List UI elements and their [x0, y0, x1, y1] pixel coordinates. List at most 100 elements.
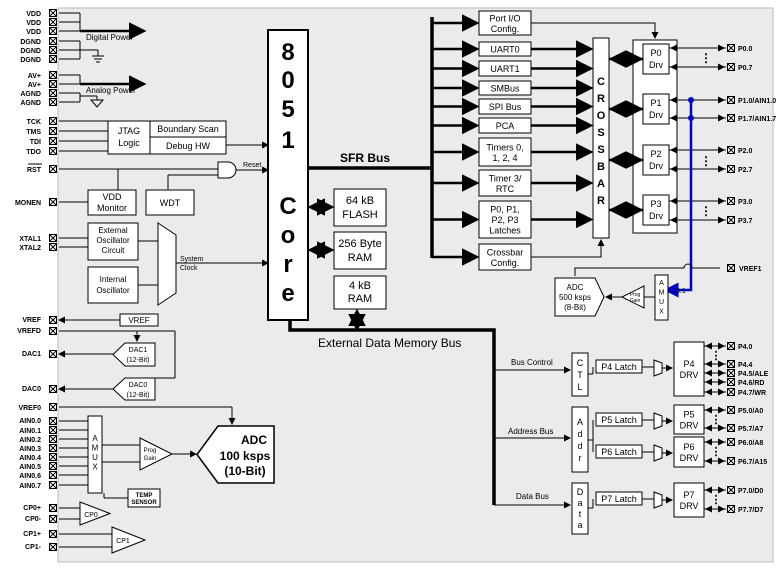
pin-tck: TCK [27, 119, 41, 126]
pin-label-right: P6.0/A8 [738, 440, 763, 447]
peripheral-label: P2, P3 [491, 215, 518, 225]
pin-marker-left [49, 327, 57, 335]
pin-marker-right [727, 369, 735, 377]
ctl-letter: T [577, 370, 583, 380]
core-char-1: 1 [281, 127, 294, 154]
pin-dac1: DAC1 [22, 351, 41, 358]
jtag-logic-line2: Logic [118, 138, 140, 148]
peripheral-block-1: UART0 [478, 41, 532, 57]
crossbar-letter: O [597, 110, 606, 122]
amux-right-letter: U [659, 299, 664, 306]
crossbar-letter: R [597, 93, 605, 105]
debug-hw-label: Debug HW [166, 141, 211, 151]
pin-marker-left [49, 417, 57, 425]
right-pins-p1: P1.0/AIN1.0P1.7/AIN1.7 [669, 96, 776, 123]
pin-label-right: P2.0 [738, 148, 753, 155]
latch-label: P7 Latch [601, 494, 637, 504]
pin-cp0-minus: CP0- [25, 516, 42, 523]
pin-marker-vref1 [727, 264, 735, 272]
pin-marker-right [727, 406, 735, 414]
pin-marker-left [49, 18, 57, 26]
pin-marker-left [49, 55, 57, 63]
pin-label-right: P4.4 [738, 362, 753, 369]
driver-label: Drv [649, 161, 663, 171]
pin-marker-left [49, 9, 57, 17]
driver-label: Drv [649, 60, 663, 70]
pin-marker-right [727, 197, 735, 205]
pin-label-right: P4.5/ALE [738, 371, 769, 378]
pin-marker-left [49, 234, 57, 242]
pin-marker-left [49, 403, 57, 411]
driver-label: DRV [680, 501, 699, 511]
pin-marker-left [49, 350, 57, 358]
amux-left-letter: U [92, 453, 98, 462]
core-char-r: r [283, 251, 292, 278]
pin-ain0-2: AIN0.2 [19, 437, 41, 444]
cp0-label: CP0 [84, 512, 98, 519]
amux-ratio-label: 8:1 [676, 288, 686, 295]
pin-marker-right [727, 44, 735, 52]
ext-osc-line2: Oscillator [96, 236, 130, 245]
pin-marker-left [49, 117, 57, 125]
pin-label-right: P0.7 [738, 65, 753, 72]
external-data-memory-bus [288, 320, 496, 505]
pin-ain0-7: AIN0.7 [19, 483, 41, 490]
peripheral-label: Crossbar [487, 247, 524, 257]
pin-label-right: P3.0 [738, 199, 753, 206]
latch-mux [653, 444, 663, 462]
peripheral-block-4: SPI Bus [478, 98, 532, 115]
pin-marker-left [49, 530, 57, 538]
pin-marker-left [49, 80, 57, 88]
vdd-monitor-line1: VDD [102, 192, 122, 202]
ram-4k-block [333, 275, 387, 310]
pin-marker-left [49, 127, 57, 135]
flash-line2: FLASH [342, 209, 378, 221]
pin-label-right: P4.7/WR [738, 390, 766, 397]
jtag-section: JTAG Logic Boundary Scan Debug HW [59, 120, 269, 155]
pin-marker-right [727, 63, 735, 71]
reset-section: Reset VDD Monitor WDT [59, 161, 269, 216]
analog-power-section: Analog Power [59, 74, 147, 108]
pin-marker-right [727, 342, 735, 350]
pin-marker-left [49, 444, 57, 452]
pin-vref: VREF [22, 317, 41, 324]
adc-small-line3: (8-Bit) [564, 303, 586, 312]
peripheral-label: SPI Bus [489, 102, 522, 112]
right-pins-p2: P2.0P2.7⋮ [669, 146, 753, 174]
driver-label: P3 [650, 199, 661, 209]
pin-marker-left [49, 71, 57, 79]
core-char-e: e [281, 280, 294, 307]
reset-or-gate [217, 161, 237, 179]
pin-marker-left [49, 137, 57, 145]
bus-control-label: Bus Control [511, 358, 553, 367]
pin-dots: ⋮ [700, 51, 712, 65]
adc-big-line3: (10-Bit) [224, 464, 265, 478]
wdt-label: WDT [160, 198, 181, 208]
pin-label-right: P4.0 [738, 344, 753, 351]
data-letter: t [579, 509, 582, 519]
pin-label-right: P7.0/D0 [738, 488, 763, 495]
pin-marker-right [727, 146, 735, 154]
pin-label-right: P3.7 [738, 218, 753, 225]
pin-marker-left [49, 89, 57, 97]
peripheral-label: Config. [491, 24, 520, 34]
pin-label-right: P2.7 [738, 167, 753, 174]
addr-letter: d [577, 429, 582, 439]
boundary-scan-label: Boundary Scan [157, 124, 219, 134]
pin-avplus-2: AV+ [28, 82, 41, 89]
pin-dots: ⋮ [711, 414, 722, 426]
system-clock-line2: Clock [180, 265, 198, 272]
pin-marker-left [49, 543, 57, 551]
core-char-0: 0 [281, 67, 294, 94]
pin-marker-left [49, 515, 57, 523]
pin-dots: ⋮ [711, 350, 722, 362]
crossbar-letter: S [597, 127, 604, 139]
dac1-line2: (12-Bit) [127, 357, 150, 364]
driver-label: P0 [650, 48, 661, 58]
